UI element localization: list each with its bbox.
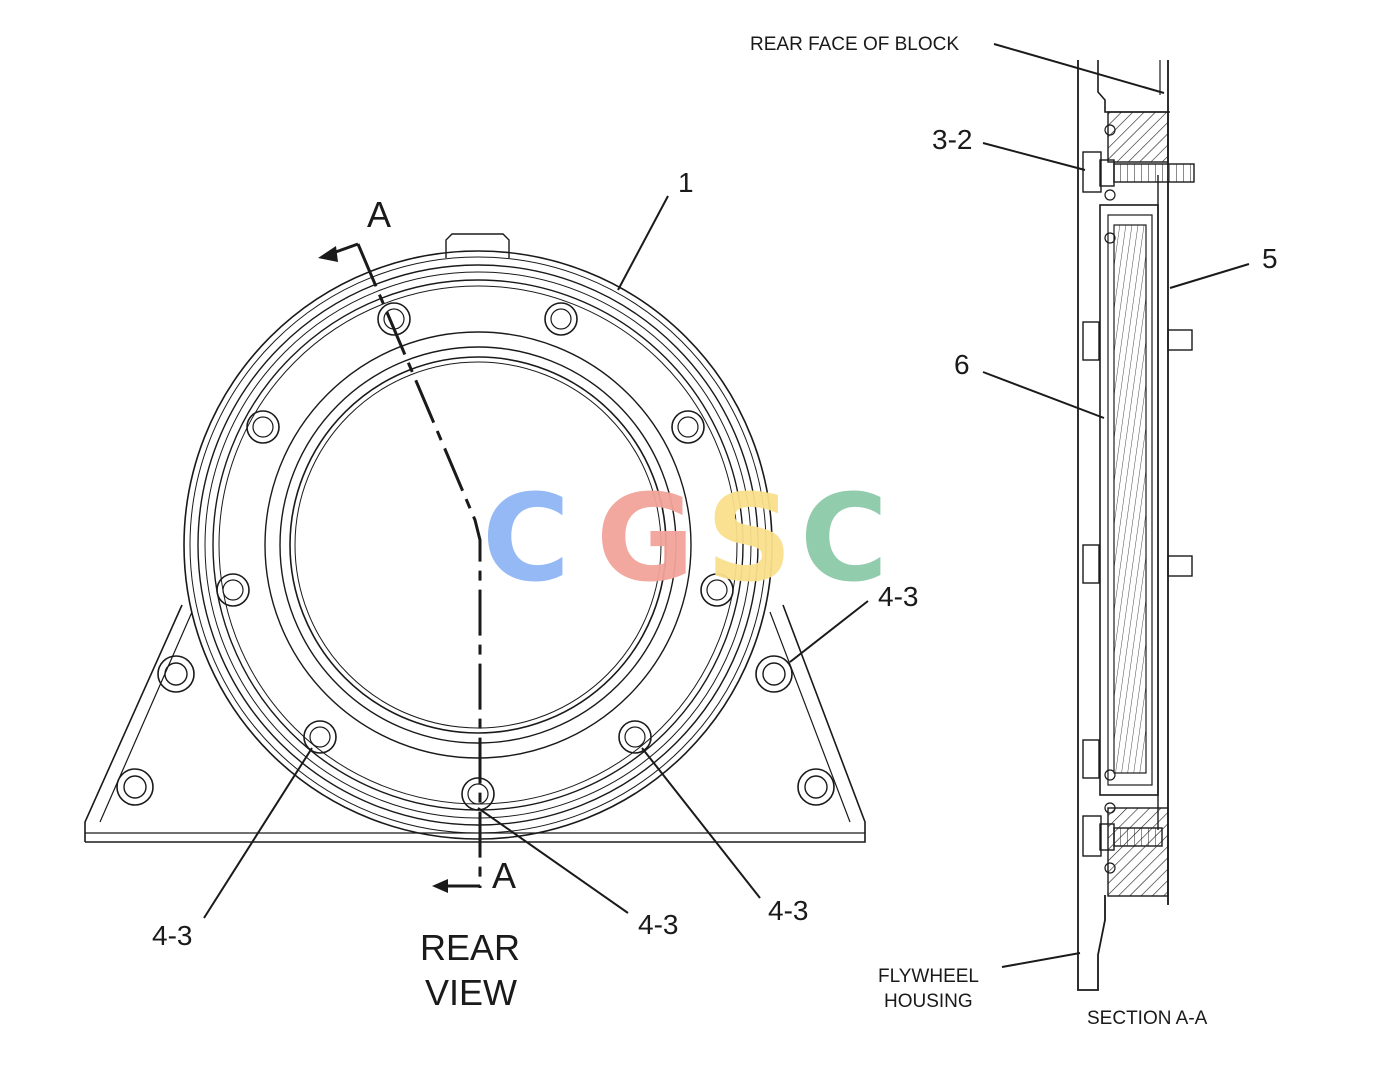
- rear-view-title: REAR: [420, 927, 520, 968]
- watermark: C G S C: [482, 470, 888, 609]
- labels: REAR FACE OF BLOCK 3-2 1 5 6 4-3 4-3 4-3…: [152, 34, 1278, 1029]
- watermark-letter: C: [800, 470, 888, 609]
- watermark-letter: G: [596, 470, 695, 609]
- section-marker-top: A: [367, 194, 391, 235]
- watermark-letter: S: [706, 470, 792, 609]
- callout-6: 6: [954, 349, 970, 380]
- watermark-letter: C: [482, 470, 570, 609]
- section-cut-line: [318, 242, 482, 893]
- leader-lines-section: [982, 43, 1250, 968]
- label-rear-face-of-block: REAR FACE OF BLOCK: [750, 34, 959, 55]
- callout-5: 5: [1262, 243, 1278, 274]
- leader-lines-rear: [203, 195, 869, 919]
- callout-4-3-bottom-right: 4-3: [768, 895, 808, 926]
- section-title: SECTION A-A: [1087, 1008, 1208, 1029]
- section-a-a-view: [1077, 60, 1195, 991]
- rear-view-housing: [84, 233, 866, 843]
- callout-1: 1: [678, 167, 694, 198]
- section-marker-bottom: A: [492, 855, 516, 896]
- callout-4-3-right: 4-3: [878, 581, 918, 612]
- label-flywheel-housing: HOUSING: [884, 991, 973, 1012]
- callout-4-3-left: 4-3: [152, 920, 192, 951]
- arrow-head-icon: [432, 879, 448, 893]
- bolt-holes: [216, 302, 734, 811]
- callout-4-3-bottom-center: 4-3: [638, 909, 678, 940]
- arrow-head-icon: [318, 246, 338, 262]
- label-flywheel-housing: FLYWHEEL: [878, 966, 979, 987]
- callout-3-2: 3-2: [932, 124, 972, 155]
- rear-view-title: VIEW: [425, 972, 517, 1013]
